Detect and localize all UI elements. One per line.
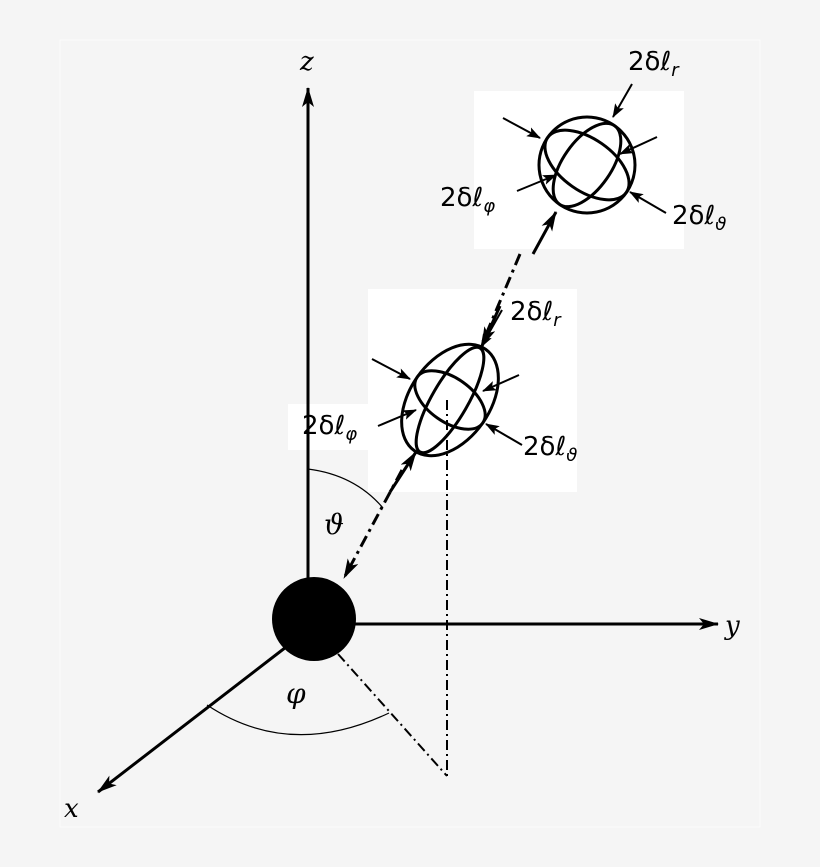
phi-arc <box>206 704 390 736</box>
projection-line-radial <box>337 653 448 777</box>
radial-line-far-up <box>531 211 558 255</box>
y-axis-label: y <box>724 611 740 641</box>
far-label-theta: 2δℓϑ <box>672 201 726 235</box>
far-arrow-phi <box>516 174 557 192</box>
near-arrow-phi <box>377 409 417 427</box>
far-arrow-tr <box>619 136 658 155</box>
far-arrow-theta <box>629 191 667 214</box>
near-arrow-r <box>480 309 503 348</box>
x-axis <box>97 642 291 794</box>
radial-line-near <box>342 469 404 579</box>
near-label-r: 2δℓr <box>510 297 562 331</box>
near-arrow-theta <box>485 423 523 446</box>
far-label-phi: 2δℓφ <box>440 183 495 217</box>
far-arrow-r <box>612 83 633 118</box>
near-ellipsoid <box>400 342 500 458</box>
theta-arc <box>307 468 384 509</box>
far-ellipsoid-box <box>474 91 684 249</box>
radial-line-near-up <box>388 451 418 493</box>
far-arrow-tl <box>502 117 541 139</box>
near-label-phi: 2δℓφ <box>302 411 357 445</box>
near-phi-label-box <box>288 404 368 450</box>
far-label-r: 2δℓr <box>628 47 680 81</box>
theta-label: ϑ <box>324 508 344 541</box>
near-arrow-tr <box>482 374 520 392</box>
origin-mass <box>272 577 356 661</box>
x-axis-label: x <box>64 794 79 824</box>
near-arrow-tl <box>371 358 411 380</box>
near-label-theta: 2δℓϑ <box>523 432 577 466</box>
far-ellipsoid <box>537 115 637 215</box>
phi-label: φ <box>286 677 306 710</box>
z-axis-label: z <box>299 47 314 77</box>
